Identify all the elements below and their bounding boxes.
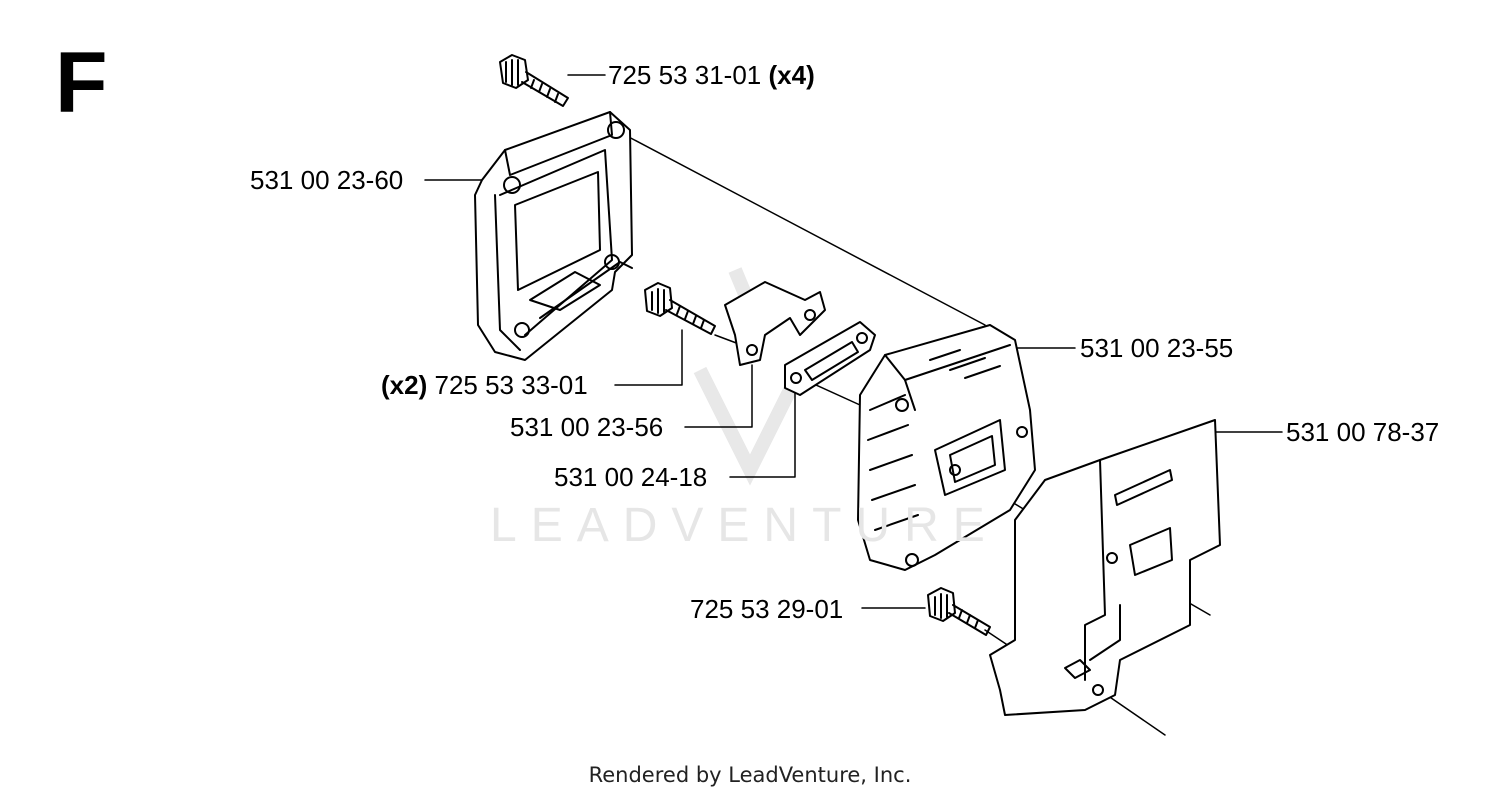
part-number: 531 00 23-60 (250, 165, 404, 195)
part-label-muffler-cover[interactable]: 531 00 23-60 (250, 167, 403, 193)
footer-credit: Rendered by LeadVenture, Inc. (588, 763, 912, 787)
section-letter: F (55, 35, 108, 131)
heat-shield-icon (989, 419, 1221, 716)
muffler-cover-icon (474, 111, 633, 361)
part-label-screw-mid[interactable]: (x2) 725 53 33-01 (381, 372, 588, 398)
part-label-screw-top[interactable]: 725 53 31-01 (x4) (608, 62, 815, 88)
part-label-gasket[interactable]: 531 00 24-18 (554, 464, 707, 490)
part-label-screw-bottom[interactable]: 725 53 29-01 (690, 596, 843, 622)
screw-mid-icon (644, 282, 716, 335)
part-quantity: (x2) (381, 370, 428, 400)
part-number: 531 00 23-55 (1080, 333, 1234, 363)
gasket-icon (784, 321, 876, 396)
leader-lines (424, 74, 1283, 609)
screw-top-icon (499, 54, 569, 107)
part-number: 531 00 78-37 (1286, 417, 1440, 447)
part-number: 531 00 24-18 (554, 462, 708, 492)
part-number: 531 00 23-56 (510, 412, 664, 442)
part-quantity: (x4) (768, 60, 815, 90)
bracket-icon (724, 281, 826, 366)
watermark-text: LEADVENTURE (490, 499, 999, 552)
part-label-heat-shield[interactable]: 531 00 78-37 (1286, 419, 1439, 445)
part-number: 725 53 29-01 (690, 594, 844, 624)
part-number: 725 53 33-01 (434, 370, 588, 400)
muffler-body-icon (857, 324, 1036, 571)
part-number: 725 53 31-01 (608, 60, 762, 90)
part-label-muffler-body[interactable]: 531 00 23-55 (1080, 335, 1233, 361)
screw-bottom-icon (927, 587, 991, 636)
part-label-bracket[interactable]: 531 00 23-56 (510, 414, 663, 440)
